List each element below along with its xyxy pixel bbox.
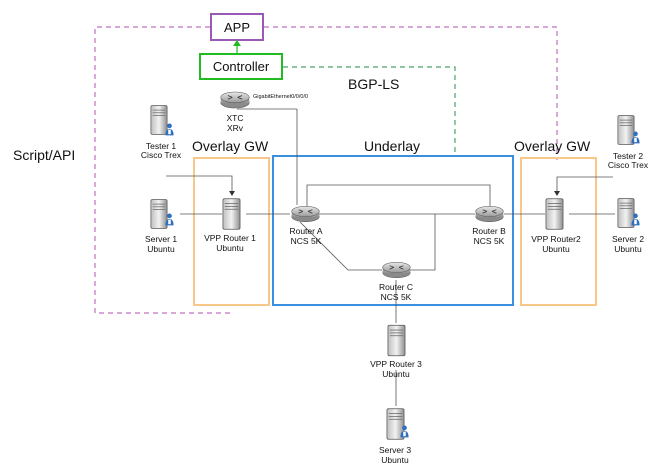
- underlay-box: [272, 155, 514, 306]
- router-b-label-1: Router B: [472, 226, 506, 236]
- links: [166, 108, 615, 406]
- server1-label-1: Server 1: [145, 234, 177, 244]
- server2-label-2: Ubuntu: [614, 244, 642, 254]
- controller-box[interactable]: [199, 53, 283, 80]
- vpp1-label-2: Ubuntu: [216, 243, 244, 253]
- bgp-ls-label: BGP-LS: [348, 76, 399, 92]
- router-c-label-1: Router C: [379, 282, 413, 292]
- underlay-label: Underlay: [364, 138, 420, 154]
- vpp3-label-1: VPP Router 3: [370, 359, 422, 369]
- vpp2-label-2: Ubuntu: [542, 244, 570, 254]
- tester1-node[interactable]: [150, 105, 174, 136]
- tester1-arrowhead: [229, 191, 235, 196]
- xtc-router-node[interactable]: [220, 91, 250, 109]
- script-api-dashed-line: [94, 26, 232, 314]
- xtc-name-label: XTC: [227, 113, 244, 123]
- router-a-node[interactable]: [291, 205, 320, 223]
- overlay-gw-left-label: Overlay GW: [192, 138, 269, 154]
- tester2-node[interactable]: [617, 115, 640, 145]
- server1-label-2: Ubuntu: [147, 244, 175, 254]
- router-b-node[interactable]: [475, 205, 504, 223]
- app-box[interactable]: [210, 13, 264, 41]
- router-c-label-2: NCS 5K: [381, 292, 412, 302]
- controller-label: Controller: [213, 59, 270, 74]
- app-to-right-dashed-line: [264, 26, 558, 160]
- server2-label-1: Server 2: [612, 234, 644, 244]
- vpp3-label-2: Ubuntu: [382, 369, 410, 379]
- overlay-gw-right-label: Overlay GW: [514, 138, 591, 154]
- server3-label-1: Server 3: [379, 445, 411, 455]
- script-api-label: Script/API: [13, 147, 75, 163]
- vpp2-label-1: VPP Router2: [531, 234, 581, 244]
- tester1-label-2: Cisco Trex: [141, 150, 182, 160]
- xtc-type-label: XRv: [227, 123, 244, 133]
- server2-node[interactable]: [617, 198, 640, 228]
- router-c-node[interactable]: [382, 261, 411, 279]
- tester1-label-1: Tester 1: [146, 141, 177, 151]
- vpp-router3-node[interactable]: [387, 324, 406, 357]
- xtc-iface-label: GigabitEthernet0/0/0/0: [253, 94, 308, 100]
- tester2-arrowhead: [554, 191, 560, 196]
- vpp-router1-node[interactable]: [222, 198, 241, 230]
- server3-label-2: Ubuntu: [381, 455, 409, 465]
- app-label: APP: [224, 20, 250, 35]
- router-b-label-2: NCS 5K: [474, 236, 505, 246]
- controller-to-app-arrowhead: [233, 40, 241, 46]
- overlay-gw-right-box: [520, 157, 597, 306]
- overlay-gw-left-box: [193, 157, 270, 306]
- vpp1-label-1: VPP Router 1: [204, 233, 256, 243]
- tester2-label-2: Cisco Trex: [608, 160, 649, 170]
- router-a-label-2: NCS 5K: [291, 236, 322, 246]
- tester2-label-1: Tester 2: [613, 151, 644, 161]
- bgp-ls-dashed-line: [283, 66, 456, 155]
- server1-node[interactable]: [150, 199, 174, 229]
- router-a-label-1: Router A: [289, 226, 322, 236]
- vpp-router2-node[interactable]: [545, 198, 564, 230]
- server3-node[interactable]: [386, 408, 409, 440]
